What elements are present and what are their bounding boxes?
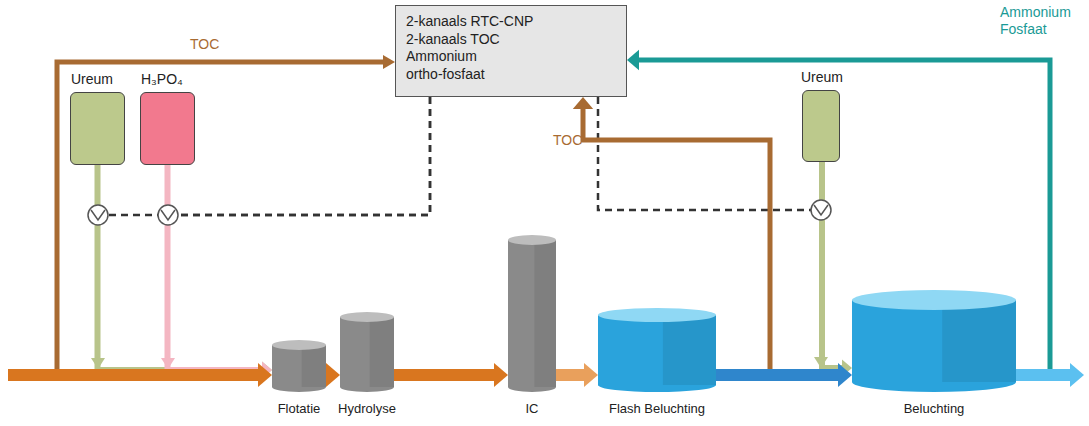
dosing-pump bbox=[811, 200, 831, 220]
dosing-tank: Ureum bbox=[802, 90, 840, 162]
control-box: 2-kanaals RTC-CNP2-kanaals TOCAmmoniumor… bbox=[395, 5, 627, 97]
box-text: 2-kanaals TOC bbox=[406, 31, 616, 49]
vessel-label: Beluchting bbox=[904, 401, 965, 416]
dosing-pump bbox=[88, 205, 108, 225]
arrow-head bbox=[584, 363, 598, 387]
process-vessel: Flash Beluchting bbox=[598, 308, 716, 392]
signal-label: Ammonium Fosfaat bbox=[1000, 4, 1089, 38]
connector bbox=[556, 363, 598, 387]
vessel-shade bbox=[663, 315, 716, 385]
dosing-pump bbox=[158, 205, 178, 225]
vessel-shade bbox=[370, 317, 394, 387]
vessel-label: Flash Beluchting bbox=[609, 401, 705, 416]
vessel-body bbox=[598, 315, 716, 392]
vessel-label: Flotatie bbox=[278, 401, 321, 416]
vessel-shape bbox=[852, 290, 1016, 392]
arrow-head bbox=[1070, 363, 1084, 387]
vessel-shape bbox=[508, 235, 556, 392]
vessel-top bbox=[508, 235, 556, 245]
box-text: ortho-fosfaat bbox=[406, 66, 616, 84]
vessel-shape bbox=[598, 308, 716, 392]
connector-line bbox=[168, 165, 265, 370]
arrow-head bbox=[161, 358, 175, 369]
process-vessel: Hydrolyse bbox=[340, 312, 394, 392]
vessel-top bbox=[272, 340, 326, 350]
signal-label: TOC bbox=[553, 132, 582, 149]
inlet-pipe bbox=[8, 369, 260, 381]
dosing-tank: H₃PO₄ bbox=[140, 92, 195, 165]
arrow-head bbox=[838, 363, 852, 387]
connector bbox=[98, 165, 273, 379]
vessel-shape bbox=[340, 312, 394, 392]
vessel-shade bbox=[942, 300, 1016, 382]
connector bbox=[168, 165, 273, 379]
connector bbox=[716, 363, 852, 387]
process-vessel: IC bbox=[508, 235, 556, 392]
arrow-head bbox=[627, 50, 639, 70]
vessel-body bbox=[852, 300, 1016, 392]
tank-label: H₃PO₄ bbox=[141, 71, 183, 87]
box-text: Ammonium bbox=[406, 48, 616, 66]
dosing-tank: Ureum bbox=[70, 92, 125, 165]
connector-line bbox=[394, 369, 496, 381]
arrow-head bbox=[91, 358, 105, 369]
arrow-head bbox=[494, 363, 508, 387]
signal-label: TOC bbox=[190, 36, 219, 53]
arrow-head bbox=[258, 363, 272, 387]
vessel-label: Hydrolyse bbox=[338, 401, 396, 416]
arrow-head bbox=[326, 363, 340, 387]
connector bbox=[394, 363, 508, 387]
connector-line bbox=[598, 97, 822, 210]
connector bbox=[168, 97, 431, 215]
connector bbox=[598, 97, 822, 210]
vessel-body bbox=[340, 317, 394, 392]
vessel-top bbox=[852, 290, 1016, 310]
connector bbox=[822, 162, 852, 377]
vessel-shade bbox=[302, 345, 326, 387]
vessel-label: IC bbox=[526, 401, 539, 416]
arrow-head bbox=[814, 357, 828, 368]
tank-label: Ureum bbox=[71, 71, 113, 87]
connector-line bbox=[556, 369, 586, 381]
process-vessel: Flotatie bbox=[272, 340, 326, 392]
arrow-head bbox=[383, 55, 395, 69]
vessel-shape bbox=[272, 340, 326, 392]
connector-line bbox=[716, 369, 840, 381]
outlet-pipe bbox=[1016, 369, 1072, 381]
connector-line bbox=[822, 162, 844, 368]
vessel-body bbox=[508, 240, 556, 392]
box-text: 2-kanaals RTC-CNP bbox=[406, 13, 616, 31]
connector-line bbox=[168, 97, 431, 215]
vessel-top bbox=[598, 308, 716, 322]
vessel-top bbox=[340, 312, 394, 322]
arrow-head bbox=[573, 97, 593, 109]
vessel-body bbox=[272, 345, 326, 392]
process-vessel: Beluchting bbox=[852, 290, 1016, 392]
connector-line bbox=[98, 165, 265, 370]
tank-label: Ureum bbox=[801, 69, 843, 85]
vessel-shade bbox=[534, 240, 556, 387]
sample-line bbox=[57, 62, 386, 370]
connector bbox=[326, 363, 340, 387]
